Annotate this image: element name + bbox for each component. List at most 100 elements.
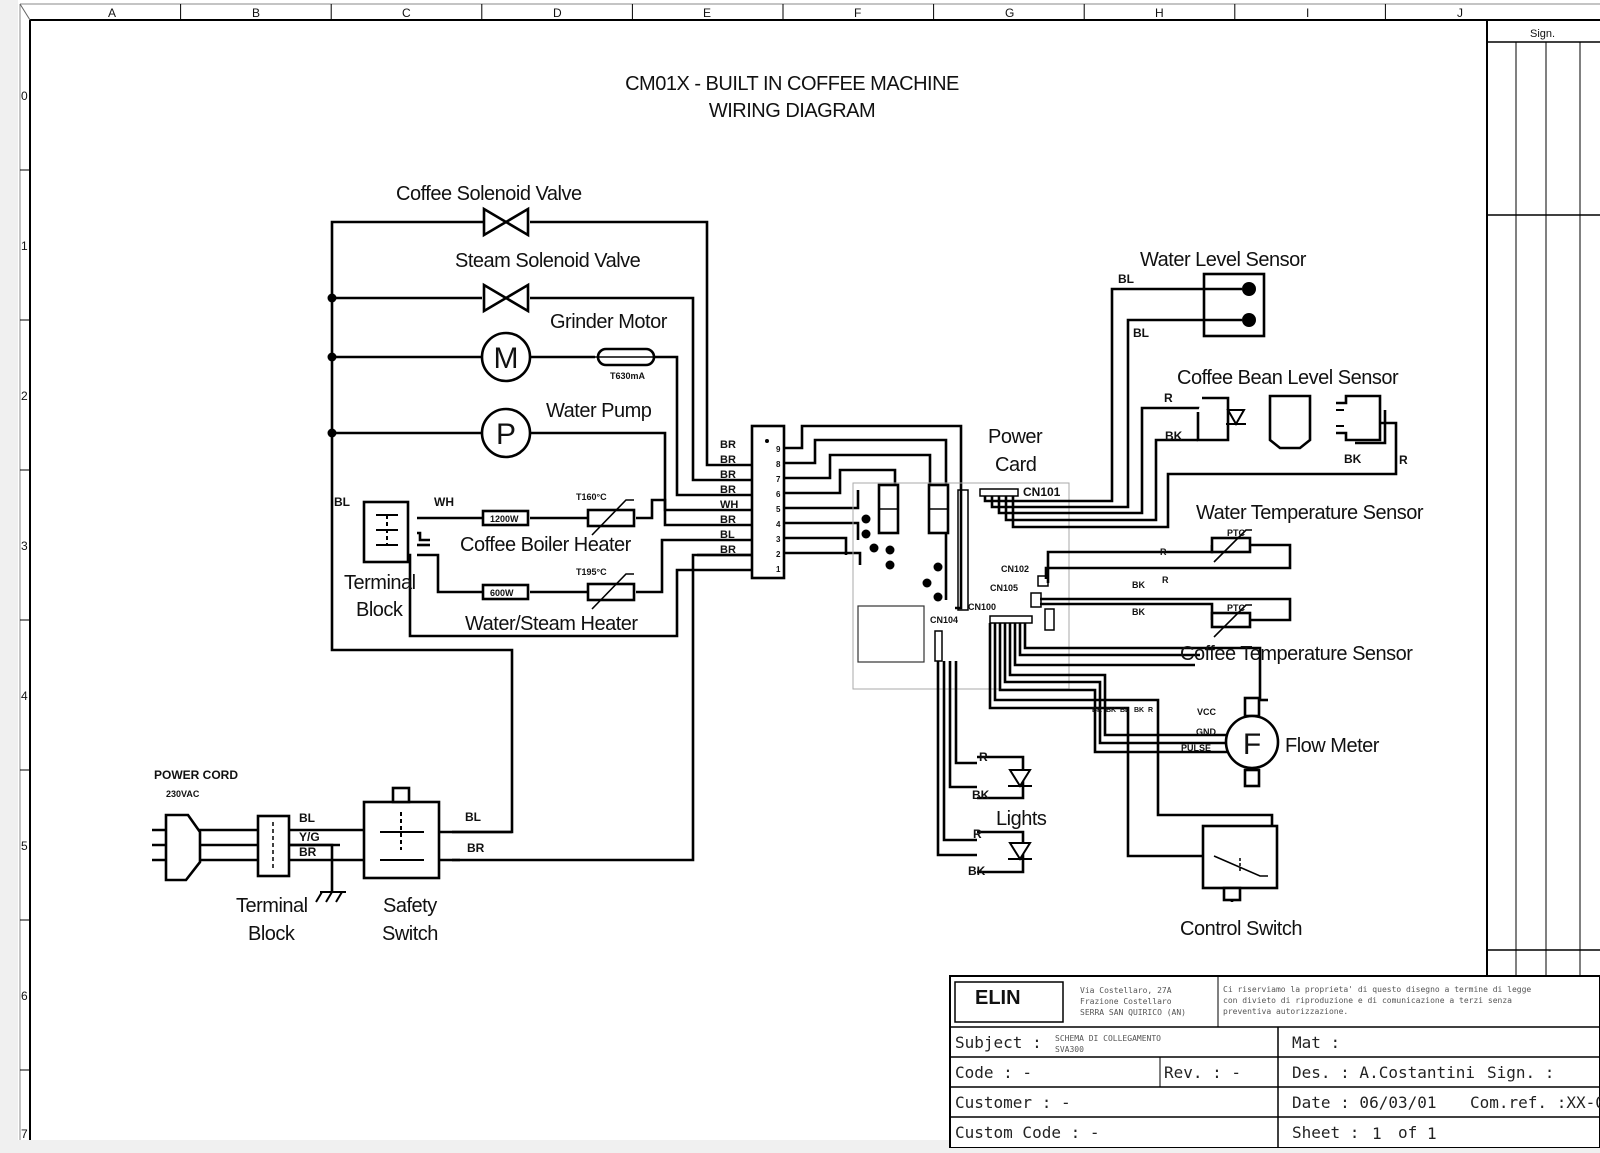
- sheet-total: 1: [1427, 1124, 1437, 1143]
- strip-wire-label: BL: [720, 529, 735, 541]
- col-label: J: [1457, 6, 1463, 20]
- wire-label: BR: [467, 841, 485, 855]
- connector-label: CN104: [930, 615, 958, 625]
- strip-pin-number: 3: [776, 535, 781, 544]
- subject-value: SVA300: [1055, 1045, 1084, 1054]
- notice-line: preventiva autorizzazione.: [1223, 1007, 1348, 1016]
- column-labels: A B C D E F G H I J: [108, 6, 1463, 20]
- strip-pin-number: 5: [776, 505, 781, 514]
- code-label: Code : -: [955, 1063, 1032, 1082]
- col-label: A: [108, 6, 116, 20]
- strip-wire-label: WH: [720, 499, 738, 511]
- wire-label: BK: [1132, 607, 1145, 617]
- col-label: C: [402, 6, 411, 20]
- terminal-block-label: Terminal: [236, 895, 308, 917]
- connector-label: CN100: [968, 602, 996, 612]
- title-block: ELIN Via Costellaro, 27A Frazione Costel…: [949, 975, 1600, 1149]
- sign-header: Sign.: [1530, 28, 1555, 40]
- wire-label: VCC: [1197, 707, 1217, 717]
- lights-label: Lights: [996, 808, 1047, 830]
- company-logo: [954, 981, 1064, 1023]
- notice-line: con divieto di riproduzione e di comunic…: [1223, 996, 1512, 1005]
- connector-label: CN101: [1023, 485, 1061, 499]
- voltage-label: 230VAC: [166, 789, 200, 799]
- strip-pin-number: 9: [776, 445, 781, 454]
- col-label: H: [1155, 6, 1164, 20]
- comref-label: Com.ref. :XX-0: [1470, 1093, 1600, 1112]
- wire-label: WH: [434, 495, 454, 509]
- wire-label: R: [1162, 575, 1169, 585]
- connector-label: CN102: [1001, 564, 1029, 574]
- wire-label: BK: [972, 788, 990, 802]
- pump-symbol: P: [496, 418, 516, 451]
- water-temp-label: Water Temperature Sensor: [1196, 502, 1424, 524]
- row-label: 3: [21, 539, 28, 553]
- date-label: Date : 06/03/01: [1292, 1093, 1437, 1112]
- row-label: 6: [21, 989, 28, 1003]
- control-switch-label: Control Switch: [1180, 918, 1302, 940]
- terminal-block-label: Block: [248, 923, 296, 945]
- safety-switch-label: Safety: [383, 895, 437, 917]
- grinder-motor: M Grinder Motor: [480, 311, 668, 383]
- row-ticks: [20, 169, 30, 1071]
- wire-label: GND: [1196, 727, 1217, 737]
- wire-label: BR: [299, 845, 317, 859]
- sheet-of: of: [1398, 1123, 1417, 1142]
- designer-label: Des. : A.Costantini: [1292, 1063, 1475, 1082]
- strip-pin-number: 2: [776, 550, 781, 559]
- wire-label: R: [979, 750, 988, 764]
- terminal-block-main: Terminal Block: [344, 500, 416, 621]
- power-input: POWER CORD 230VAC BL Y/G BR BL BR Termin…: [152, 768, 512, 945]
- steam-solenoid-valve: Steam Solenoid Valve: [455, 250, 641, 314]
- flow-symbol: F: [1243, 728, 1261, 761]
- address-line: SERRA SAN QUIRICO (AN): [1080, 1008, 1186, 1017]
- wire-label: Y/G: [299, 830, 320, 844]
- strip-wire-label: BR: [720, 469, 736, 481]
- mat-label: Mat :: [1292, 1033, 1340, 1052]
- thermostat-rating: T195°C: [576, 567, 607, 577]
- wire-label: BL: [334, 495, 350, 509]
- flow-wire-tag: BK: [1134, 707, 1144, 714]
- row-labels: 0 1 2 3 4 5 6 7: [21, 89, 28, 1141]
- water-level-sensor: Water Level Sensor BL BL: [1118, 249, 1307, 340]
- water-level-label: Water Level Sensor: [1140, 249, 1307, 271]
- custom-code-label: Custom Code : -: [955, 1123, 1100, 1142]
- coffee-solenoid-valve: Coffee Solenoid Valve: [396, 183, 582, 238]
- fuse: T630mA: [594, 347, 658, 381]
- wire-label: BL: [299, 811, 315, 825]
- ptc-label: PTC: [1227, 528, 1246, 538]
- wire-label: BL: [465, 810, 481, 824]
- pump-label: Water Pump: [546, 400, 652, 422]
- power-card-label: Power: [988, 426, 1043, 448]
- lights: Lights R BK R BK: [968, 750, 1047, 878]
- revision-column: Sign.: [1486, 20, 1600, 975]
- rev-label: Rev. : -: [1164, 1063, 1241, 1082]
- flow-wire-tag: BK: [1092, 707, 1102, 714]
- left-wire-labels: BL WH: [334, 495, 454, 509]
- address-line: Frazione Costellaro: [1080, 997, 1172, 1006]
- wire-label: R: [1164, 391, 1173, 405]
- ptc-label: PTC: [1227, 603, 1246, 613]
- sheet-frame: [19, 3, 1600, 1140]
- bean-level-label: Coffee Bean Level Sensor: [1177, 367, 1399, 389]
- wire-label: BK: [1344, 452, 1362, 466]
- steam-heater-label: Water/Steam Heater: [465, 613, 638, 635]
- wire-label: R: [973, 827, 982, 841]
- power-cord-label: POWER CORD: [154, 768, 238, 782]
- fuse-rating: T630mA: [610, 371, 646, 381]
- sheet-label: Sheet :: [1292, 1123, 1359, 1142]
- coffee-temperature-sensor: PTC Coffee Temperature Sensor BK: [1132, 603, 1414, 665]
- title-line-1: CM01X - BUILT IN COFFEE MACHINE: [625, 73, 959, 95]
- water-steam-heater: 600W T195°C Water/Steam Heater: [465, 567, 639, 635]
- flow-wire-tag: R: [1148, 707, 1153, 714]
- terminal-block-label: Block: [356, 599, 404, 621]
- flow-wire-tag: BK: [1106, 707, 1116, 714]
- strip-wire-label: BR: [720, 514, 736, 526]
- coffee-bean-level-sensor: Coffee Bean Level Sensor R BK BK R: [1164, 367, 1408, 467]
- power-card: Power Card CN101 CN102 CN105 CN100 CN104: [852, 426, 1070, 690]
- strip-pin-number: 7: [776, 475, 781, 484]
- sign-label: Sign. :: [1487, 1063, 1554, 1082]
- wire-label: BK: [968, 864, 986, 878]
